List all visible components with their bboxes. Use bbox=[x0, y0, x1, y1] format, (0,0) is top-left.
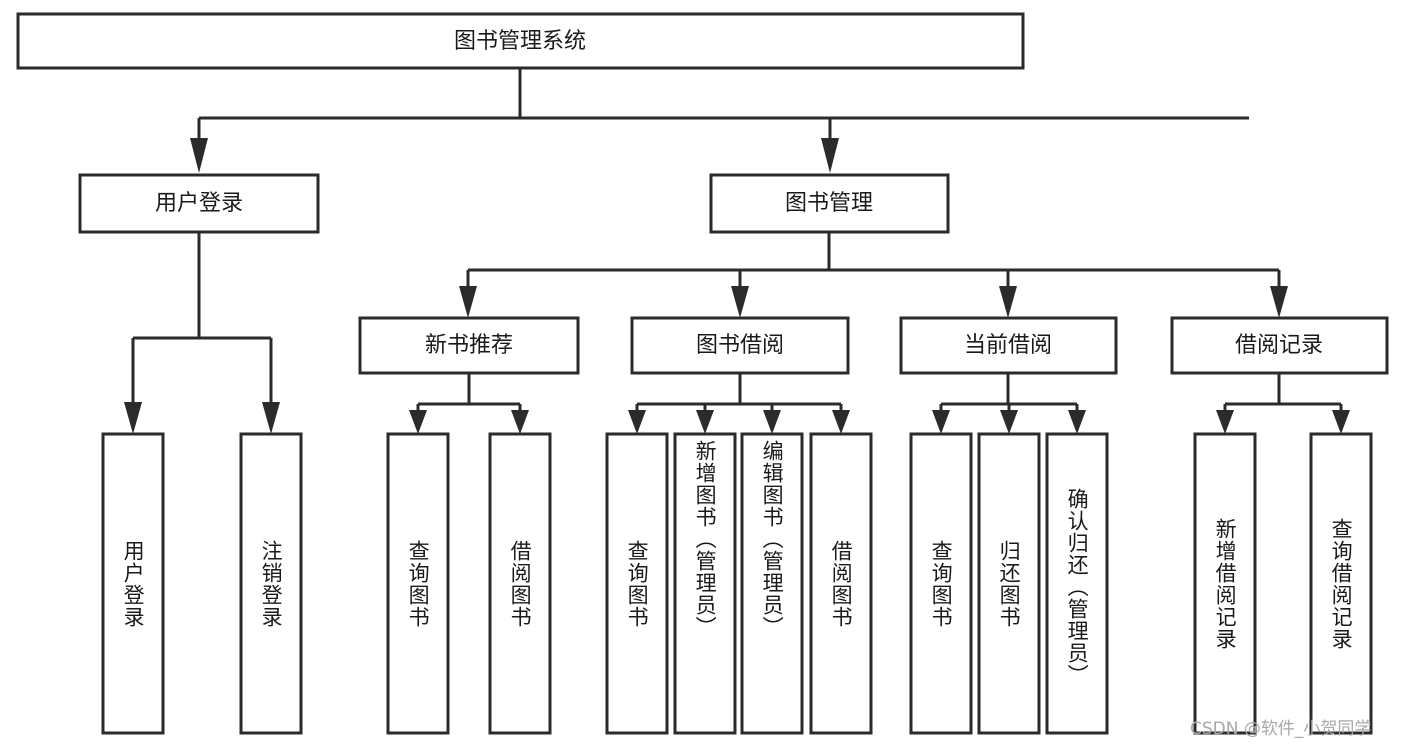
arrow-head-icon bbox=[1000, 410, 1018, 434]
arrow-head-icon bbox=[1270, 286, 1288, 318]
node-root[interactable]: 图书管理系统 bbox=[16, 12, 1025, 70]
leaf-box-query-book-2[interactable] bbox=[605, 432, 669, 735]
connector-current-borrow-to-leaves bbox=[932, 373, 1086, 434]
node-root-label: 图书管理系统 bbox=[454, 29, 586, 54]
arrow-head-icon bbox=[628, 410, 646, 434]
connector-book-management-to-level3 bbox=[459, 232, 1288, 318]
arrow-head-icon bbox=[821, 138, 839, 173]
arrow-head-icon bbox=[832, 410, 850, 434]
node-book-borrow[interactable]: 图书借阅 bbox=[630, 316, 850, 375]
leaf-box-edit-book[interactable] bbox=[740, 432, 804, 735]
node-book-management-label: 图书管理 bbox=[785, 191, 873, 216]
arrow-head-icon bbox=[459, 286, 477, 318]
leaf-box-return-book[interactable] bbox=[977, 432, 1041, 735]
connector-user-login-to-leaves bbox=[124, 232, 280, 434]
node-current-borrow-label: 当前借阅 bbox=[964, 333, 1052, 358]
arrow-head-icon bbox=[124, 402, 142, 434]
node-new-book-recommend[interactable]: 新书推荐 bbox=[358, 316, 580, 375]
arrow-head-icon bbox=[1216, 410, 1234, 434]
node-new-book-recommend-box bbox=[358, 316, 580, 375]
node-user-login-box bbox=[78, 173, 320, 234]
leaf-box-borrow-book-1[interactable] bbox=[488, 432, 552, 735]
watermark-text: CSDN @软件_小贺同学 bbox=[1190, 719, 1372, 739]
arrow-head-icon bbox=[511, 410, 529, 434]
leaf-box-add-book[interactable] bbox=[673, 432, 737, 735]
arrow-head-icon bbox=[999, 286, 1017, 318]
leaf-box-add-record[interactable] bbox=[1193, 432, 1257, 735]
leaf-box-logout-login[interactable] bbox=[239, 432, 303, 735]
arrow-head-icon bbox=[932, 410, 950, 434]
leaf-boxes bbox=[101, 432, 1373, 735]
node-root-box bbox=[16, 12, 1025, 70]
arrow-head-icon bbox=[1068, 410, 1086, 434]
node-new-book-recommend-label: 新书推荐 bbox=[425, 333, 513, 358]
node-book-borrow-label: 图书借阅 bbox=[696, 333, 784, 358]
leaf-box-borrow-book-2[interactable] bbox=[809, 432, 873, 735]
arrow-head-icon bbox=[731, 286, 749, 318]
node-book-management[interactable]: 图书管理 bbox=[709, 173, 950, 234]
leaf-box-query-book-3[interactable] bbox=[909, 432, 973, 735]
arrow-head-icon bbox=[262, 402, 280, 434]
node-current-borrow-box bbox=[899, 316, 1118, 375]
node-borrow-record-label: 借阅记录 bbox=[1235, 333, 1323, 358]
node-user-login-label: 用户登录 bbox=[155, 191, 243, 216]
arrow-head-icon bbox=[1332, 410, 1350, 434]
leaf-box-confirm-return[interactable] bbox=[1045, 432, 1109, 735]
leaf-box-user-login[interactable] bbox=[101, 432, 165, 735]
node-current-borrow[interactable]: 当前借阅 bbox=[899, 316, 1118, 375]
arrow-head-icon bbox=[190, 138, 208, 173]
node-user-login[interactable]: 用户登录 bbox=[78, 173, 320, 234]
arrow-head-icon bbox=[763, 410, 781, 434]
leaf-box-query-record[interactable] bbox=[1309, 432, 1373, 735]
arrow-head-icon bbox=[409, 410, 427, 434]
connector-new-book-recommend-to-leaves bbox=[409, 373, 529, 434]
connector-root-to-level2 bbox=[190, 68, 1249, 173]
connector-borrow-record-to-leaves bbox=[1216, 373, 1350, 434]
node-borrow-record[interactable]: 借阅记录 bbox=[1170, 316, 1389, 375]
arrow-head-icon bbox=[696, 410, 714, 434]
connector-book-borrow-to-leaves bbox=[628, 373, 850, 434]
leaf-box-query-book-1[interactable] bbox=[386, 432, 450, 735]
